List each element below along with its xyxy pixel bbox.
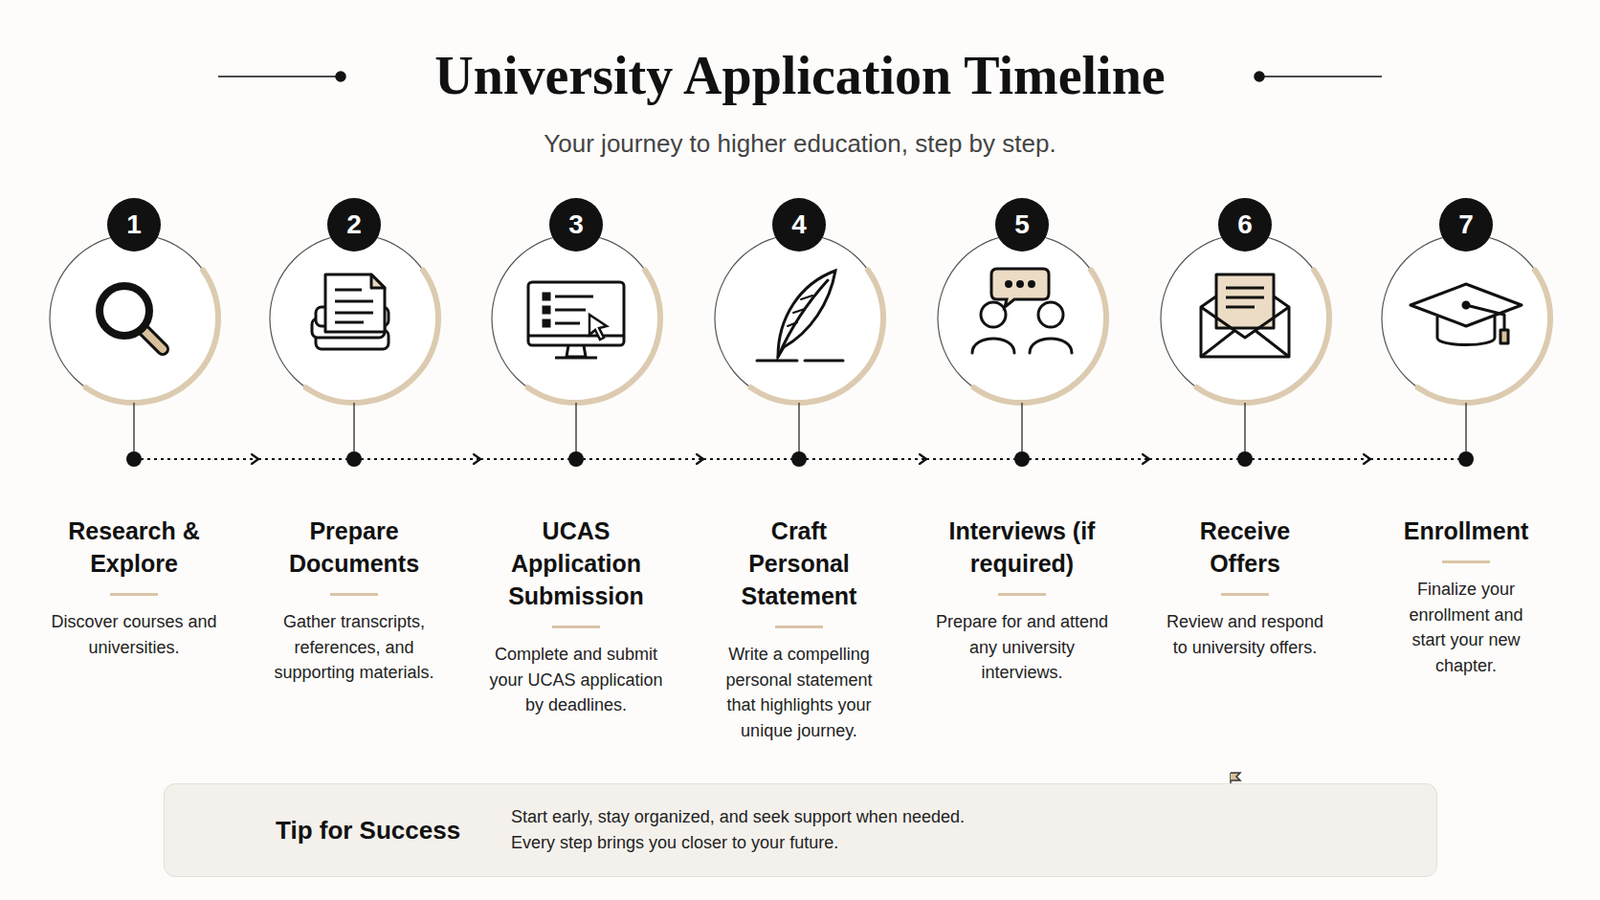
step-number: 4: [772, 198, 826, 252]
step-description: Finalize your enrollment and start your …: [1394, 577, 1538, 679]
timeline-dots: [799, 458, 895, 461]
timeline-dot: [346, 451, 362, 467]
step-number: 1: [107, 198, 161, 252]
step-rings: [49, 234, 1551, 467]
step-description: Gather transcripts, references, and supp…: [263, 609, 445, 687]
leader-line: [1244, 402, 1246, 460]
graduation-cap-icon: [1410, 284, 1522, 346]
step-description: Review and respond to university offers.: [1158, 609, 1332, 661]
leader-line: [1465, 402, 1467, 460]
progress-arc: [751, 270, 884, 403]
interview-icon: [972, 268, 1072, 354]
step-number: 7: [1439, 198, 1493, 252]
progress-arc: [86, 270, 219, 403]
step-number: 5: [995, 198, 1049, 252]
timeline-step: 5Interviews (if required) Prepare for and…: [926, 191, 1118, 687]
timeline-dots: [703, 458, 800, 461]
timeline-dots: [1022, 458, 1118, 461]
timeline-dots: [354, 458, 450, 461]
timeline-step: 6Receive OffersReview and respond to uni…: [1149, 191, 1341, 661]
timeline-dots: [1149, 458, 1245, 461]
step-number: 2: [327, 198, 381, 252]
timeline-dot: [126, 451, 142, 467]
timeline-dots: [480, 458, 577, 461]
tip-heading: Tip for Success: [275, 815, 461, 846]
timeline-dot: [568, 451, 584, 467]
timeline-step: 4Craft Personal StatementWrite a compell…: [703, 191, 895, 744]
timeline-dot: [1237, 451, 1253, 467]
timeline-dots: [133, 458, 230, 461]
timeline-step: 2Prepare DocumentsGather transcripts, re…: [258, 191, 450, 687]
step-circle: [269, 234, 439, 403]
step-circle: [714, 234, 884, 403]
diagram-title: University Application Timeline: [0, 42, 1600, 110]
heading-underline: [552, 625, 600, 629]
step-circle: [1160, 234, 1330, 403]
timeline-step: 3UCAS Application SubmissionComplete and…: [480, 191, 672, 719]
timeline-arrow: [229, 458, 259, 461]
leader-line: [575, 402, 578, 460]
heading-underline: [1221, 593, 1269, 597]
timeline-dots: [1370, 458, 1467, 461]
leader-line: [133, 402, 135, 460]
tip-text: Start early, stay organized, and seek su…: [511, 804, 1004, 857]
timeline-dots: [258, 458, 355, 461]
timeline-dots: [926, 458, 1023, 461]
envelope-icon: [1200, 274, 1289, 357]
timeline-arrow: [671, 458, 704, 461]
progress-arc: [1197, 270, 1330, 403]
leader-line: [798, 402, 800, 460]
leader-line: [1021, 402, 1023, 460]
step-description: Prepare for and attend any university in…: [931, 609, 1113, 687]
quill-icon: [756, 270, 844, 361]
step-circle: [1381, 234, 1551, 403]
timeline-dot: [1014, 451, 1030, 467]
timeline-dot: [1458, 451, 1474, 467]
step-heading: Prepare Documents: [272, 514, 436, 580]
step-description: Write a compelling personal statement th…: [720, 642, 879, 744]
leader-line: [353, 402, 356, 460]
step-heading: Receive Offers: [1173, 514, 1317, 580]
heading-underline: [1442, 560, 1490, 564]
tip-panel: Tip for Success Start early, stay organiz…: [163, 783, 1438, 878]
step-description: Discover courses and universities.: [43, 609, 225, 661]
step-heading: Enrollment: [1384, 514, 1548, 548]
timeline-arrow: [449, 458, 481, 461]
heading-underline: [775, 625, 823, 629]
progress-arc: [528, 270, 661, 403]
step-heading: Interviews (if required): [938, 514, 1107, 580]
step-circle: [937, 234, 1107, 403]
computer-icon: [528, 282, 624, 358]
step-heading: UCAS Application Submission: [492, 514, 661, 613]
progress-arc: [306, 270, 439, 403]
heading-underline: [110, 593, 158, 597]
heading-underline: [998, 593, 1046, 597]
timeline-arrow: [1340, 458, 1371, 461]
timeline-dots: [1244, 458, 1341, 461]
timeline-dots: [576, 458, 672, 461]
heading-underline: [330, 593, 378, 597]
step-heading: Research & Explore: [57, 514, 211, 580]
subtitle: Your journey to higher education, step b…: [0, 128, 1600, 159]
timeline-dot: [791, 451, 807, 467]
step-number: 3: [549, 198, 603, 252]
step-description: Complete and submit your UCAS applicatio…: [485, 642, 667, 719]
step-number: 6: [1218, 198, 1272, 252]
timeline-arrow: [1117, 458, 1150, 461]
magnifier-icon: [99, 286, 163, 350]
documents-icon: [311, 274, 389, 350]
step-circle: [49, 234, 219, 403]
step-heading: Craft Personal Statement: [727, 514, 871, 613]
timeline-step: 7EnrollmentFinalize your enrollment and …: [1370, 191, 1562, 679]
step-circle: [491, 234, 661, 403]
timeline-step: 1Research & ExploreDiscover courses and …: [38, 191, 230, 661]
timeline-arrow: [894, 458, 927, 461]
